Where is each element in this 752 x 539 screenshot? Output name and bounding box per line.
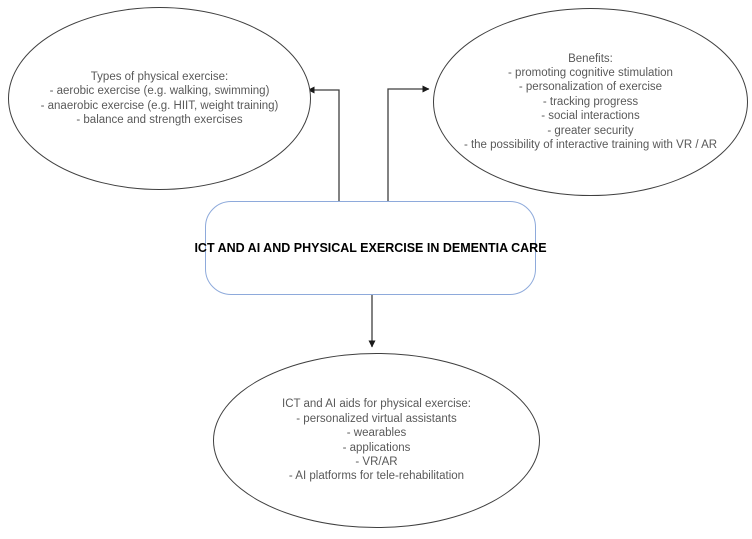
center-box-label: ICT AND AI AND PHYSICAL EXERCISE IN DEME… — [194, 241, 547, 255]
types-title: Types of physical exercise: — [90, 70, 229, 83]
types-item-anaerobic: - anaerobic exercise (e.g. HIIT, weight … — [40, 99, 279, 112]
arrow-to-left-ellipse — [307, 86, 340, 201]
benefits-item-social: - social interactions — [541, 110, 640, 123]
benefits-item-tracking: - tracking progress — [542, 95, 639, 108]
aids-item-vr-ar: - VR/AR — [355, 455, 398, 468]
benefits-item-security: - greater security — [547, 124, 634, 137]
aids-title: ICT and AI aids for physical exercise: — [282, 398, 471, 411]
aids-item-wearables: - wearables — [346, 427, 407, 440]
types-item-aerobic: - aerobic exercise (e.g. walking, swimmi… — [49, 85, 270, 98]
benefits-text: Benefits: - promoting cognitive stimulat… — [464, 52, 717, 153]
ict-ai-aids-text: ICT and AI aids for physical exercise: -… — [282, 397, 471, 483]
benefits-item-stimulation: - promoting cognitive stimulation — [508, 66, 673, 79]
ict-ai-aids-ellipse: ICT and AI aids for physical exercise: -… — [213, 353, 540, 528]
benefits-item-personalization: - personalization of exercise — [518, 81, 663, 94]
aids-item-assistants: - personalized virtual assistants — [296, 412, 457, 425]
ict-ai-center-box: ICT AND AI AND PHYSICAL EXERCISE IN DEME… — [194, 201, 547, 295]
types-item-balance: - balance and strength exercises — [76, 113, 243, 126]
aids-item-tele-rehab: - AI platforms for tele-rehabilitation — [288, 470, 465, 483]
benefits-title: Benefits: — [568, 52, 613, 65]
benefits-item-vr-ar: - the possibility of interactive trainin… — [463, 139, 718, 152]
types-of-exercise-ellipse: Types of physical exercise: - aerobic ex… — [8, 7, 311, 190]
arrow-to-right-ellipse — [387, 85, 430, 201]
types-of-exercise-text: Types of physical exercise: - aerobic ex… — [41, 70, 279, 128]
benefits-ellipse: Benefits: - promoting cognitive stimulat… — [433, 8, 748, 196]
aids-item-applications: - applications — [342, 441, 411, 454]
